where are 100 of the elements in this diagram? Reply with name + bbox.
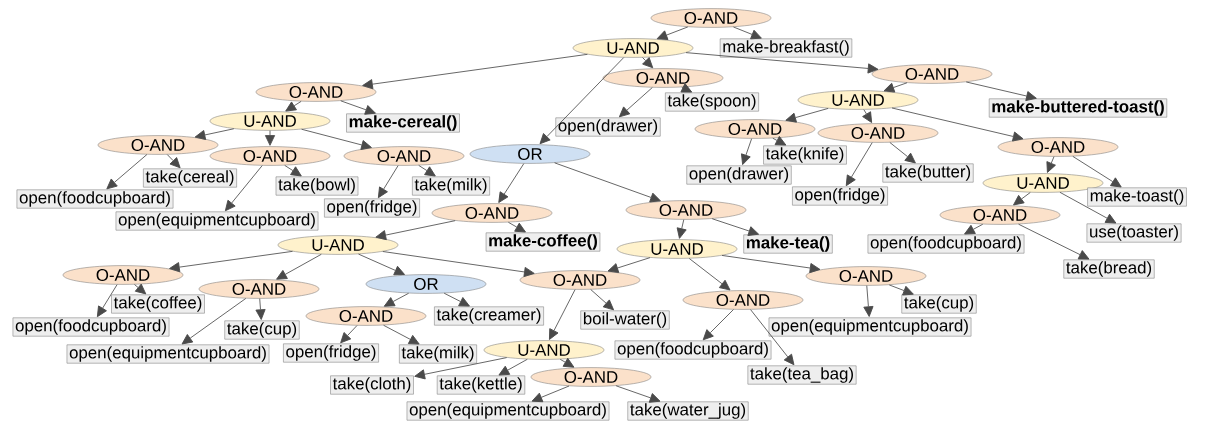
action-box: take(milk) [412,176,490,196]
arrow [965,81,1037,101]
arrow [702,309,734,341]
arrow [134,283,147,295]
arrow [276,253,322,280]
arrow [680,83,693,93]
action-box: use(toaster) [1086,223,1182,243]
arrow [340,100,376,115]
action-box: open(fridge) [283,343,379,363]
action-box: take(kettle) [436,375,526,395]
action-box: open(equipmentcupboard) [66,344,270,364]
action-box: open(foodcupboard) [16,189,174,209]
action-box: take(cup) [901,294,977,314]
arrow [169,250,293,273]
action-box: take(cloth) [330,375,414,395]
arrow [607,257,651,273]
arrow [785,108,829,123]
action-box: make-toast() [1087,187,1187,207]
arrow [285,100,302,112]
arrow [590,289,614,311]
arrow [656,26,689,40]
arrow [721,255,821,274]
arrow [418,164,436,177]
arrow [301,128,372,150]
action-box: open(fridge) [792,186,888,206]
arrow [845,142,873,187]
action-box: take(creamer) [434,306,544,326]
arrow [889,142,916,164]
action-box: boil-water() [580,310,670,330]
arrow [711,218,760,236]
action-box: take(knife) [763,145,847,165]
arrow [166,154,181,169]
arrow [194,128,235,140]
arrow [181,298,247,345]
arrow [619,87,653,118]
goal-box: make-tea() [743,234,833,254]
arrow [96,284,118,318]
arrow [284,164,302,177]
arrow [549,289,576,340]
arrow [362,53,588,90]
arrow [340,325,358,344]
action-box: take(butter) [882,163,974,183]
arrow [539,57,625,145]
arrow [733,26,762,40]
arrow [688,258,731,291]
action-box: take(water_jug) [627,401,749,421]
arrow [498,358,528,376]
arrow [964,223,984,235]
arrow [382,251,535,277]
arrow [383,324,420,345]
arrow [750,309,795,366]
arrow [559,357,575,368]
action-box: open(drawer) [686,165,792,185]
arrow [1059,191,1117,224]
arrow [554,162,661,203]
arrow [106,154,148,190]
arrow [531,385,570,403]
action-box: take(cereal) [143,168,237,188]
action-box: open(foodcupboard) [614,340,772,360]
arrow [676,219,687,239]
arrow [498,163,525,203]
arrow [685,52,879,74]
action-box: make-breakfast() [719,38,853,58]
action-box: open(drawer) [555,117,661,137]
arrow [862,109,873,123]
action-box: open(foodcupboard) [867,234,1025,254]
arrow [383,292,410,307]
action-box: take(spoon) [665,92,759,112]
arrow [883,82,908,93]
action-box: take(tea_bag) [747,365,857,385]
action-box: take(coffee) [111,294,205,314]
arrow [264,130,276,146]
action-box: open(equipmentcupboard) [115,211,319,231]
action-box: take(milk) [399,344,477,364]
arrow [414,357,508,380]
arrow [507,221,526,233]
action-box: take(bowl) [275,176,359,196]
goal-box: make-cereal() [346,113,460,133]
arrow [1013,192,1031,206]
arrow [255,298,266,320]
arrow [741,138,753,165]
arrow [863,285,874,317]
arrow [377,165,399,199]
action-box: open(fridge) [324,198,420,218]
action-box: take(bread) [1063,259,1155,279]
action-box: open(equipmentcupboard) [406,401,610,421]
arrow [772,136,787,146]
arrow [1018,223,1090,260]
arrow [891,107,1024,142]
action-box: open(foodcupboard) [12,317,170,337]
arrow [224,165,263,212]
arrow [358,253,405,276]
arrow [1046,156,1056,173]
goal-box: make-coffee() [485,232,601,252]
arrow [615,385,661,403]
arrow [642,57,654,69]
arrow [888,284,914,296]
arrow [375,220,456,241]
goal-box: make-buttered-toast() [988,98,1168,118]
arrow [443,292,470,307]
